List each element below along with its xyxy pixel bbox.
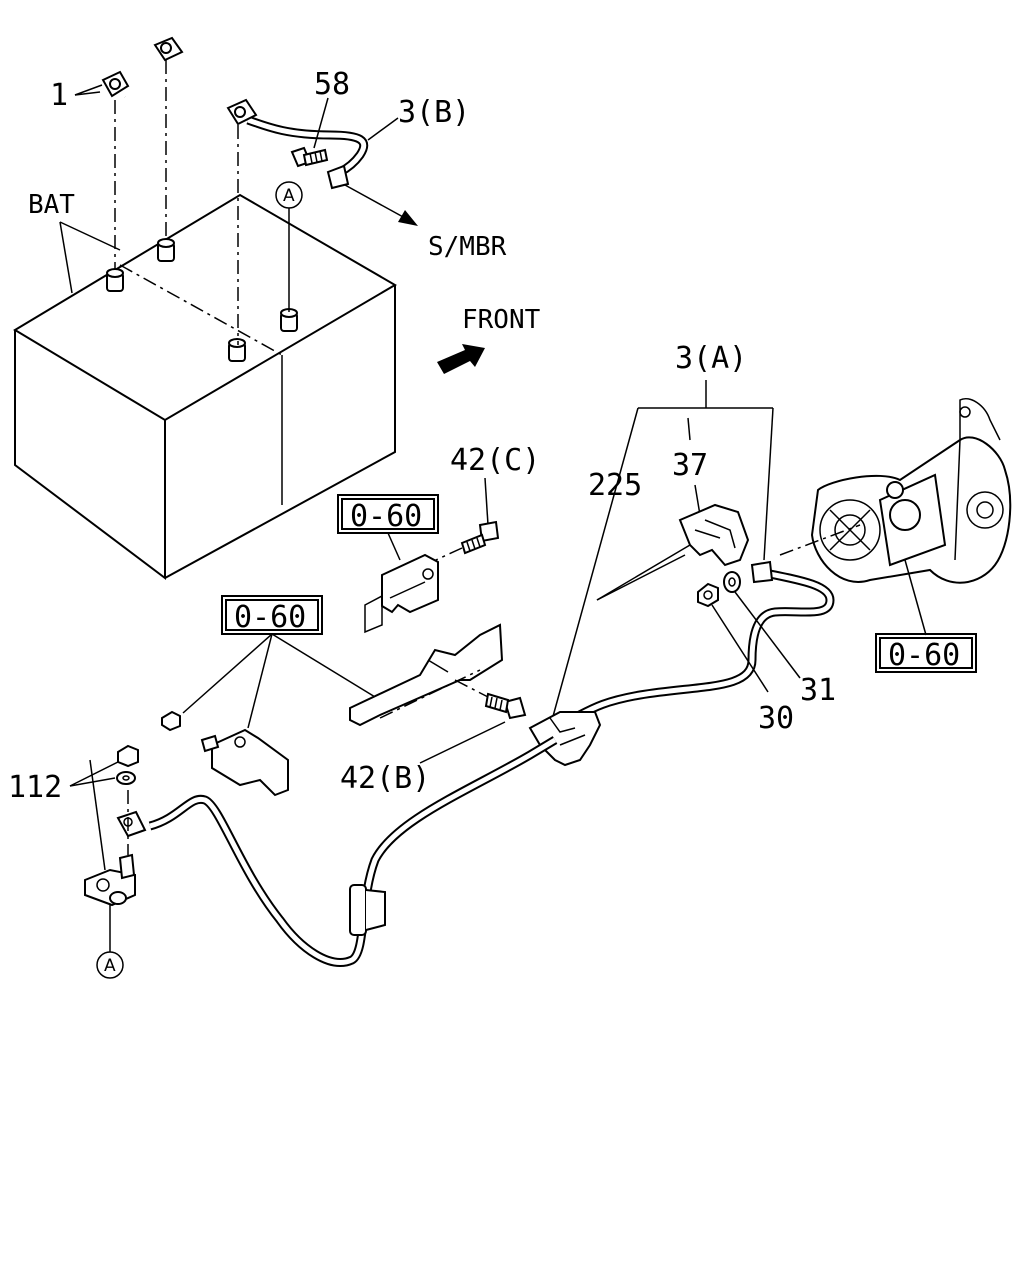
part-31-label: 31 <box>800 673 836 708</box>
battery-cable-1 <box>101 36 227 125</box>
part-30-label: 30 <box>758 701 794 736</box>
bracket-lower-small <box>211 728 289 797</box>
part-112-label: 112 <box>8 770 62 805</box>
front-arrow <box>437 344 485 374</box>
bolt-42b <box>484 692 527 720</box>
battery-post-1 <box>106 268 124 292</box>
terminal-cover-37 <box>596 503 750 601</box>
part-225-label: 225 <box>588 468 642 503</box>
ref-060-a-label: 0-60 <box>350 499 422 534</box>
battery-post-3 <box>228 338 246 362</box>
part-3a-label: 3(A) <box>675 341 747 376</box>
nut-small <box>161 710 181 732</box>
front-label: FRONT <box>462 305 541 335</box>
washer-112 <box>116 771 136 785</box>
cable-clip-225 <box>528 711 602 767</box>
part-42c-label: 42(C) <box>450 443 540 478</box>
ref-060-c-label: 0-60 <box>888 638 960 673</box>
part-42b-label: 42(B) <box>340 761 430 796</box>
part-58-label: 58 <box>314 67 350 102</box>
battery-cable-3b <box>226 98 369 190</box>
battery-post-4 <box>280 308 298 332</box>
battery-terminal-clamp <box>84 853 136 907</box>
nut-30 <box>697 582 719 608</box>
washer-31 <box>723 571 741 593</box>
bolt-58 <box>290 146 329 168</box>
part-37-label: 37 <box>672 448 708 483</box>
bracket-lower-large <box>349 623 504 727</box>
reference-circle-a-bottom <box>96 951 124 979</box>
smbr-label: S/MBR <box>428 232 507 262</box>
nut-112 <box>117 744 139 768</box>
bolt-42c <box>460 520 500 555</box>
starter-motor <box>810 398 1012 584</box>
ground-cable <box>116 736 558 967</box>
battery-post-2 <box>157 238 175 262</box>
bracket-upper <box>364 553 439 634</box>
bolt-small <box>200 734 220 753</box>
starter-cable-3a <box>567 560 835 725</box>
ref-box-060-c <box>875 633 977 673</box>
ref-060-b-label: 0-60 <box>234 600 306 635</box>
circle-a-bottom-label: A <box>104 956 116 976</box>
part-3b-label: 3(B) <box>398 95 470 130</box>
part-1-label: 1 <box>50 78 68 113</box>
battery <box>13 193 397 581</box>
bat-label: BAT <box>28 190 75 220</box>
circle-a-top-label: A <box>283 186 295 206</box>
